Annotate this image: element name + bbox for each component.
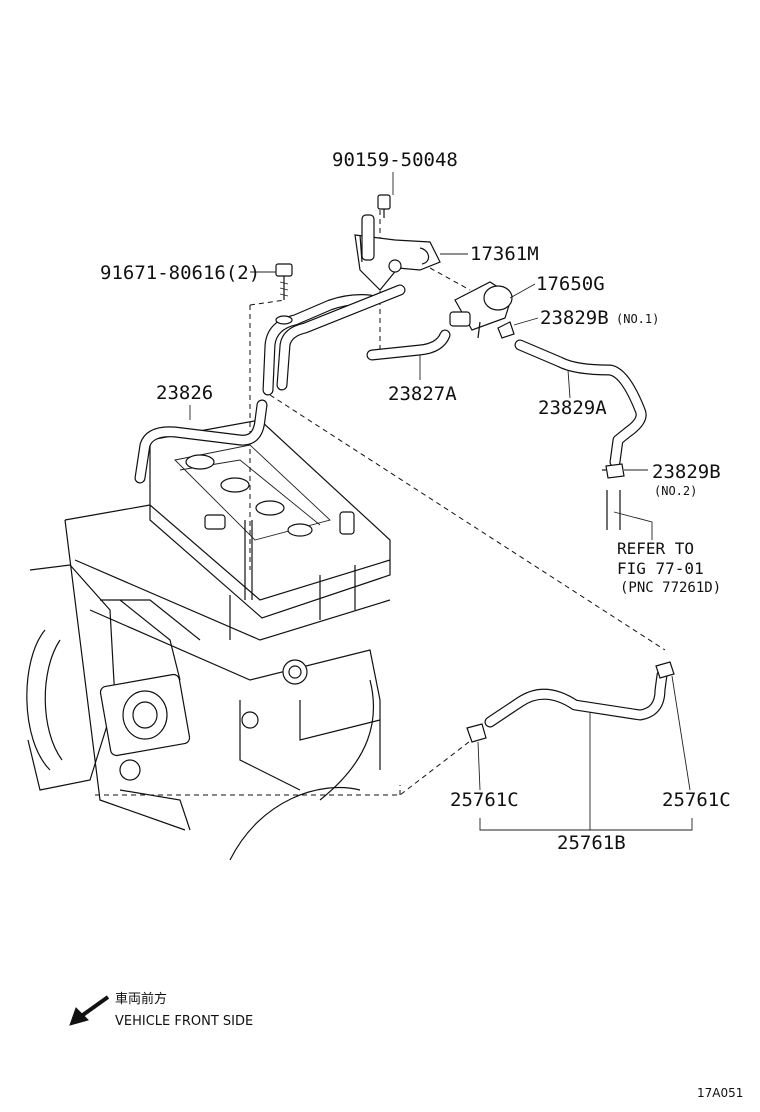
bolt-90159-icon xyxy=(377,194,391,218)
pipe-17361m xyxy=(262,214,441,396)
label-91671-80616: 91671-80616(2) xyxy=(100,262,260,284)
bolt-91671-icon xyxy=(275,263,293,325)
hose-23826 xyxy=(134,399,268,484)
label-90159-50048: 90159-50048 xyxy=(332,149,458,171)
label-refer-fig: FIG 77-01 xyxy=(617,559,704,578)
clip-23829b-no1-icon xyxy=(497,321,515,339)
label-23827a: 23827A xyxy=(388,383,457,405)
legend-japanese: 車両前方 xyxy=(115,991,167,1007)
hose-25761b xyxy=(484,669,668,728)
valve-17650g xyxy=(449,281,513,339)
hose-23827a xyxy=(366,329,451,361)
hose-23829a xyxy=(514,339,647,468)
engine-illustration xyxy=(26,419,391,861)
label-23829b-no2: 23829B xyxy=(652,461,721,483)
clip-25761c-left-icon xyxy=(466,723,487,743)
pipe-ref-77-01 xyxy=(606,490,621,530)
part-labels: 90159-50048 17361M 91671-80616(2) 17650G… xyxy=(100,149,731,854)
front-direction-arrow-icon xyxy=(69,995,110,1026)
label-25761c-right: 25761C xyxy=(662,789,731,811)
label-25761c-left: 25761C xyxy=(450,789,519,811)
label-23829a: 23829A xyxy=(538,397,607,419)
figure-code: 17A051 xyxy=(697,1086,743,1100)
clip-25761c-right-icon xyxy=(655,661,675,679)
leader-lines xyxy=(189,172,693,831)
label-23826: 23826 xyxy=(156,382,213,404)
label-17650g: 17650G xyxy=(536,273,605,295)
label-25761b: 25761B xyxy=(557,832,626,854)
label-refer-pnc: (PNC 77261D) xyxy=(620,580,721,596)
label-refer-to: REFER TO xyxy=(617,539,694,558)
legend-english: VEHICLE FRONT SIDE xyxy=(115,1014,253,1029)
label-no2: (NO.2) xyxy=(654,484,697,498)
clip-23829b-no2-icon xyxy=(602,463,625,479)
label-23829b-no1: 23829B xyxy=(540,307,609,329)
label-no1: (NO.1) xyxy=(616,312,659,326)
label-17361m: 17361M xyxy=(470,243,539,265)
